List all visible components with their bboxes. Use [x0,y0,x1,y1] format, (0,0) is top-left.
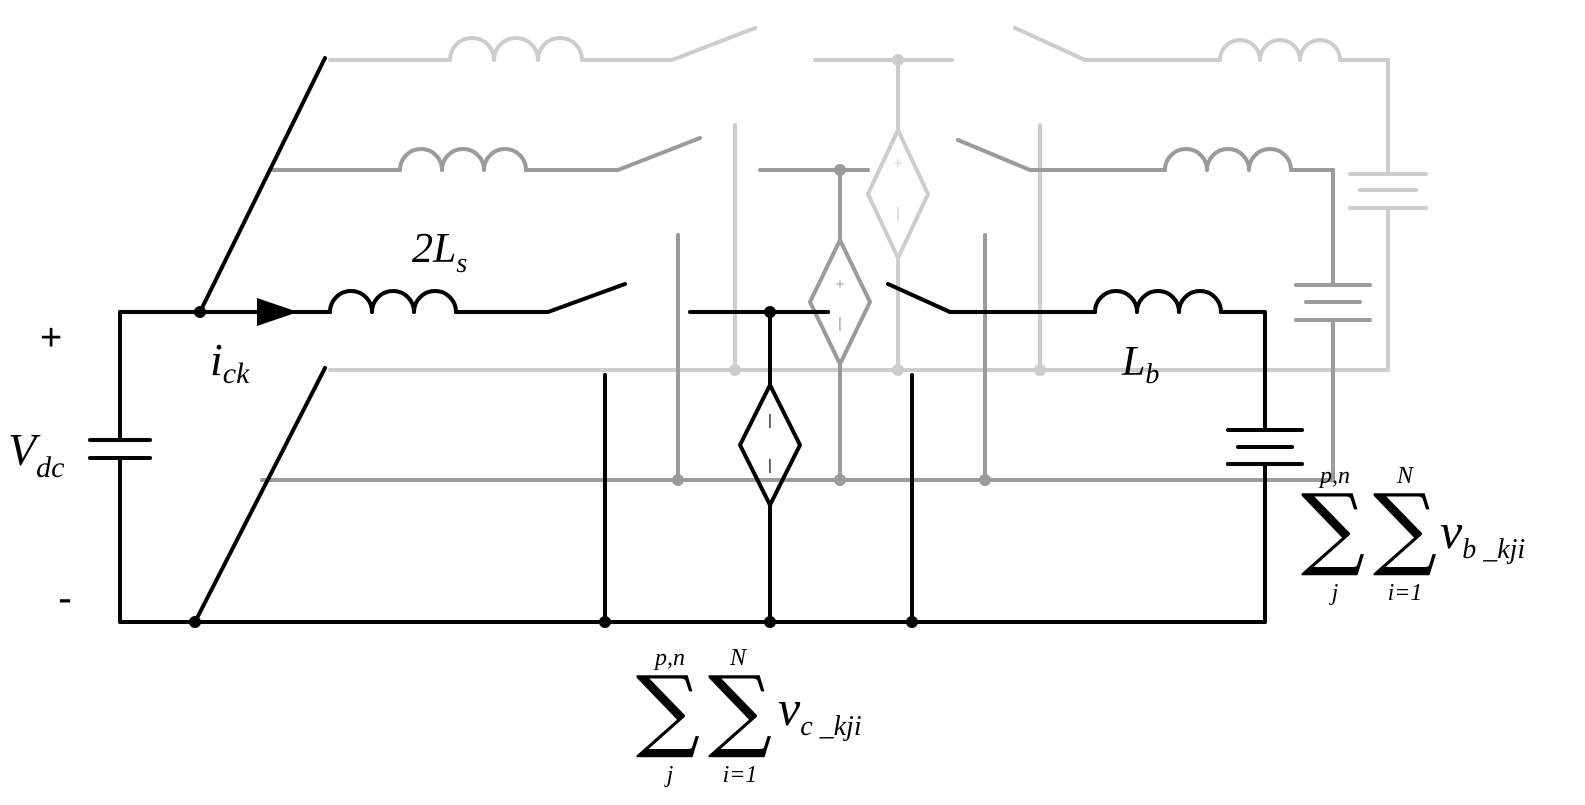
inductor-2ls [328,289,458,314]
plus-sign: + [40,317,62,359]
svg-text:vb _kji: vb _kji [1440,503,1525,565]
svg-text:i=1: i=1 [723,762,758,788]
svg-text:vc _kji: vc _kji [778,680,862,742]
middle-layer-circuit: + | [260,136,1372,486]
svg-text:j: j [1329,580,1339,606]
mid-dependent-source [808,238,872,366]
svg-text:|: | [838,315,842,332]
svg-text:N: N [729,645,748,671]
front-layer-circuit: | | [88,56,1304,628]
svg-text:j: j [664,762,674,788]
svg-text:p,n: p,n [1318,463,1350,489]
mid-inductor-left [398,147,528,172]
2ls-label: 2Ls [412,226,467,279]
switch-right [886,282,1097,314]
ick-label: ick [210,334,250,390]
front-dependent-source [738,383,802,507]
summation-bottom: p,n ∑ j N ∑ i=1 vc _kji [636,645,862,788]
vdc-label: Vdc [8,424,64,484]
current-arrow-icon [257,298,298,326]
sigma-outer-bottom: ∑ [636,657,700,762]
svg-text:p,n: p,n [653,645,685,671]
back-dependent-source [866,128,930,260]
back-inductor-right [1218,38,1342,62]
sigma-outer-right: ∑ [1301,475,1365,580]
sigma-inner-bottom: ∑ [708,657,772,762]
switch-left [454,282,627,314]
svg-text:+: + [894,155,903,172]
svg-text:|: | [896,205,900,222]
sigma-inner-right: ∑ [1373,475,1437,580]
summation-right: p,n ∑ j N ∑ i=1 vb _kji [1301,463,1525,606]
lb-label: Lb [1121,339,1159,390]
inductor-lb [1093,289,1223,314]
minus-sign: - [58,574,72,621]
svg-text:i=1: i=1 [1388,580,1423,606]
svg-text:|: | [768,457,772,474]
svg-text:N: N [1396,463,1415,489]
svg-text:+: + [836,276,845,293]
mid-inductor-right [1163,147,1293,172]
svg-text:|: | [768,412,772,429]
back-inductor-left [448,36,584,62]
back-layer-circuit: + | [328,26,1428,376]
